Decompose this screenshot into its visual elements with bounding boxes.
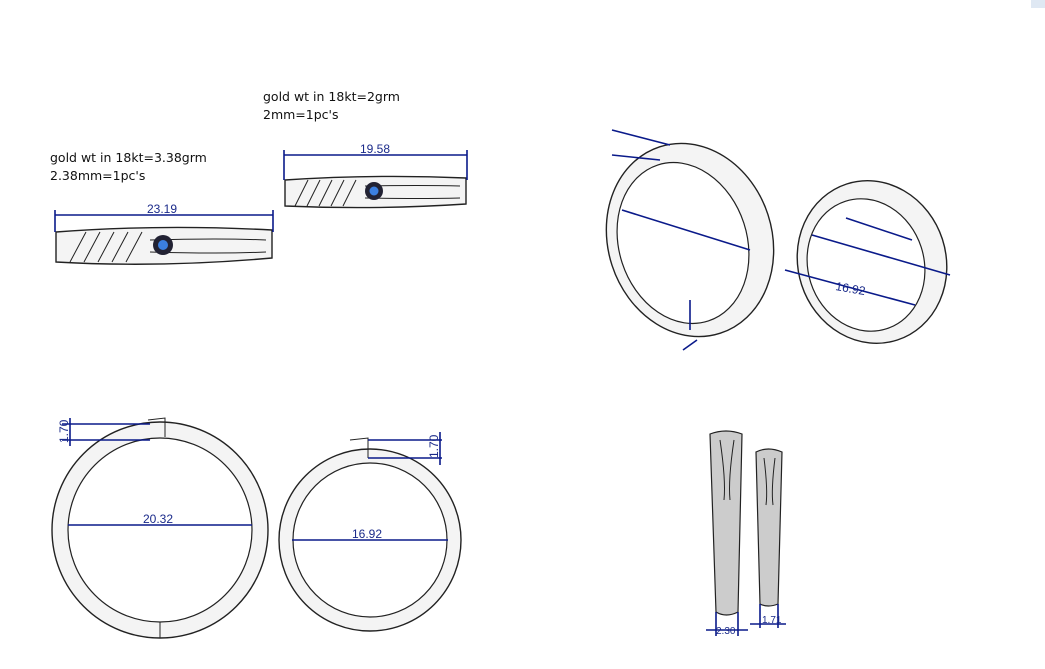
large-ring-isometric (605, 129, 775, 351)
large-ring-note: gold wt in 18kt=3.38grm 2.38mm=1pc's (50, 149, 207, 185)
large-ring-front-view: 20.32 1.70 (51, 417, 269, 639)
large-width-label: 2.30 (716, 626, 736, 637)
small-ring-front-view: 16.92 1.70 (278, 432, 462, 632)
large-ring-side-view: 2.30 (706, 430, 748, 637)
small-width-label: 1.71 (762, 615, 782, 626)
large-ring-pieces: 2.38mm=1pc's (50, 168, 146, 183)
large-ring-top-view: 23.19 (54, 202, 274, 265)
small-diameter-label: 16.92 (352, 527, 382, 541)
small-ring-weight: gold wt in 18kt=2grm (263, 89, 400, 104)
large-diameter-label: 20.32 (143, 512, 173, 526)
small-ring-top-view: 19.58 (283, 142, 468, 209)
large-height-label: 1.70 (57, 419, 71, 443)
large-ring-weight: gold wt in 18kt=3.38grm (50, 150, 207, 165)
large-stone-icon (158, 240, 168, 250)
iso-small-diameter-label: 16.92 (834, 279, 866, 298)
large-length-label: 23.19 (147, 202, 177, 216)
small-ring-side-view: 1.71 (750, 448, 786, 628)
small-ring-note: gold wt in 18kt=2grm 2mm=1pc's (263, 88, 400, 124)
small-length-label: 19.58 (360, 142, 390, 156)
small-height-label: 1.70 (427, 434, 441, 458)
small-ring-pieces: 2mm=1pc's (263, 107, 339, 122)
window-corner (1031, 0, 1045, 8)
small-ring-isometric: 16.92 (784, 180, 951, 344)
small-stone-icon (369, 186, 379, 196)
